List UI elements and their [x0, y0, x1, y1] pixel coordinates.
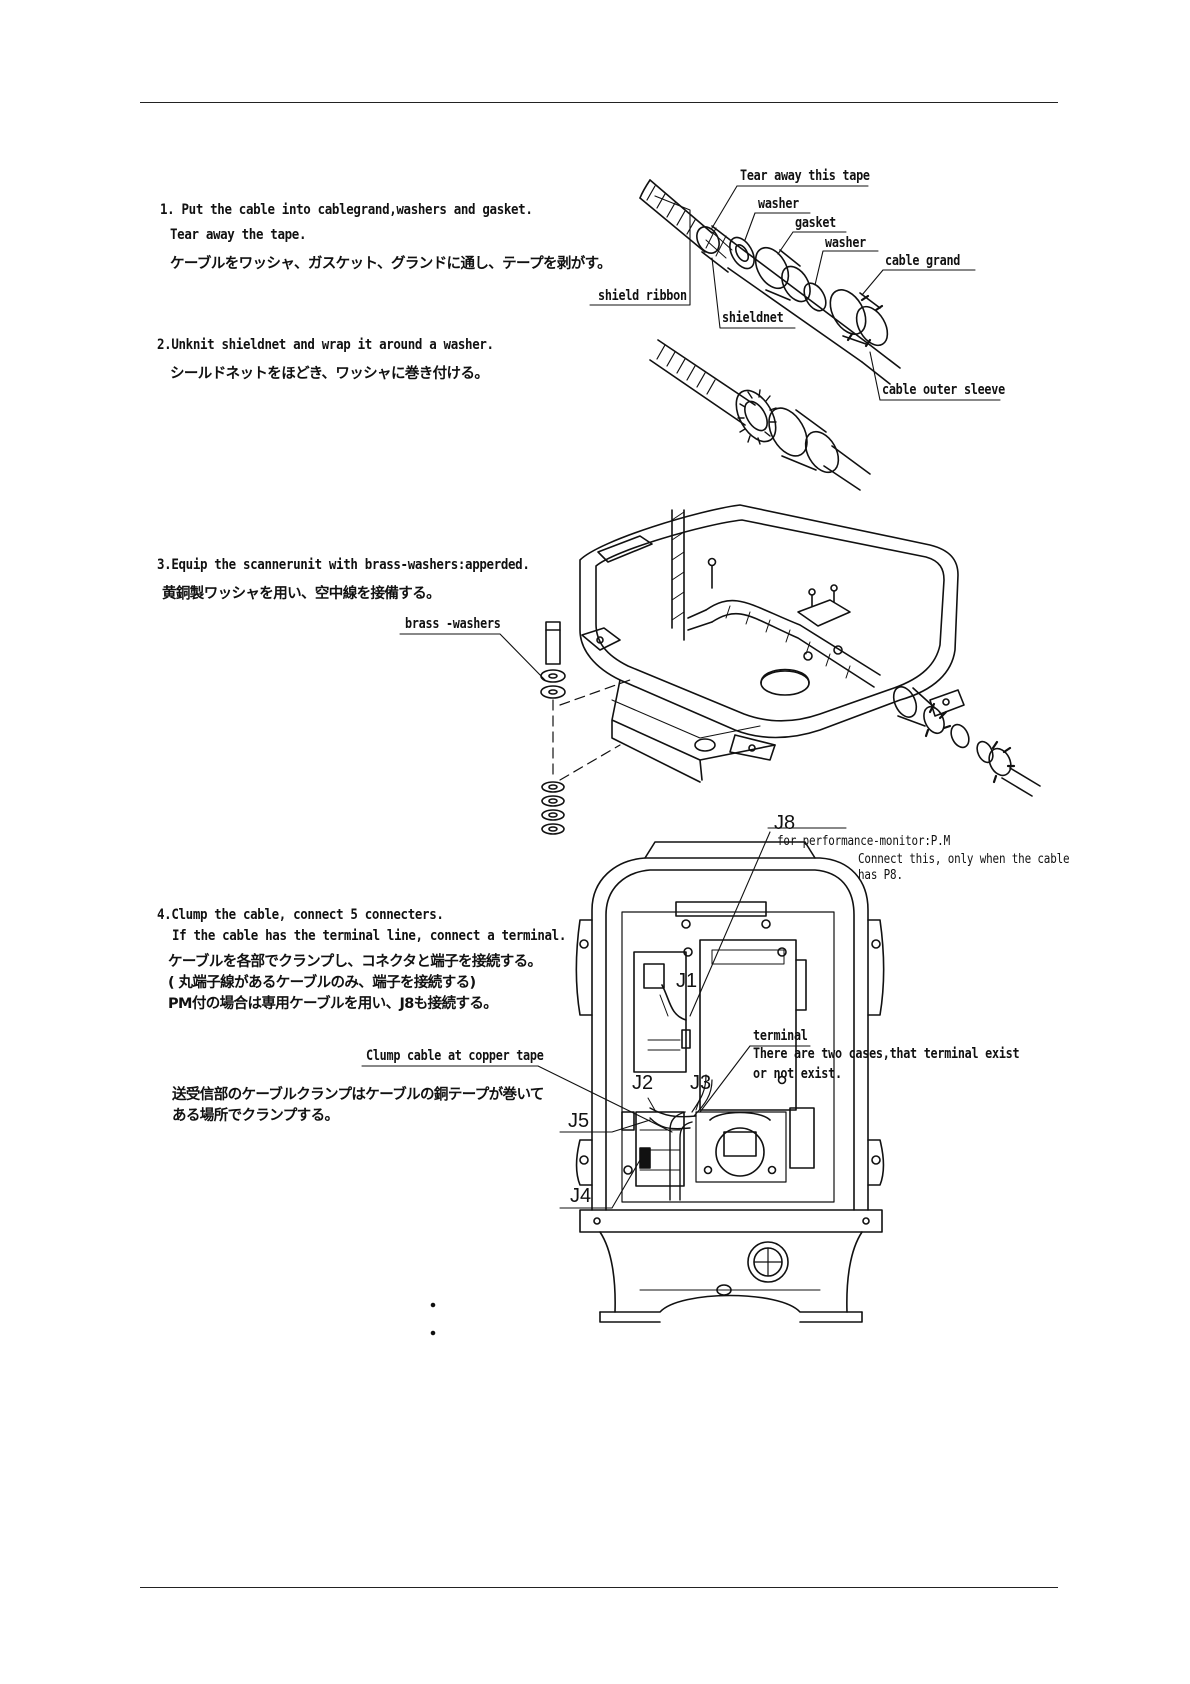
mount-plate: [798, 600, 850, 626]
label-gasket: gasket: [795, 215, 836, 231]
label-cable-outer-sleeve: cable outer sleeve: [882, 382, 1005, 398]
figure-connector-panel: [362, 828, 884, 1322]
clamp-jp-2: ある場所でクランプする。: [172, 1108, 339, 1124]
label-washer-1: washer: [758, 196, 799, 212]
figure-cable-assembly: [590, 180, 1000, 400]
washer-2: [800, 280, 831, 315]
cable-taped-section: [640, 180, 712, 252]
wrapped-washer: [728, 384, 784, 448]
label-j4: J4: [570, 1185, 592, 1207]
label-j5: J5: [568, 1110, 590, 1132]
label-shield-ribbon: shield ribbon: [598, 288, 687, 304]
step-2-title: 2.Unknit shieldnet and wrap it around a …: [157, 337, 494, 353]
vertical-cable: [672, 510, 684, 640]
terminal-note-1: There are two cases,that terminal exist: [753, 1046, 1020, 1062]
step-3-jp: 黄銅製ワッシャを用い、空中線を接備する。: [162, 586, 441, 602]
left-board: [634, 952, 686, 1072]
label-brass-washers: brass -washers: [405, 616, 501, 632]
clamp-jp-1: 送受信部のケーブルクランプはケーブルの銅テープが巻いて: [172, 1087, 544, 1103]
step-2-jp: シールドネットをほどき、ワッシャに巻き付ける。: [170, 366, 489, 382]
brass-washer-stack: [541, 622, 565, 834]
label-washer-2: washer: [825, 235, 866, 251]
housing-base: [580, 1210, 882, 1232]
step-4-subtitle: If the cable has the terminal line, conn…: [172, 928, 567, 944]
step-4-jp-2: ( 丸端子線があるケーブルのみ、端子を接続する): [168, 975, 476, 991]
figure-scanner-mount: [400, 505, 1040, 834]
j8-note-2: Connect this, only when the cable: [858, 852, 1070, 867]
side-cable-gland: [889, 683, 1040, 796]
j8-note-1: for performance-monitor:P.M: [777, 834, 950, 849]
label-clump-copper-tape: Clump cable at copper tape: [366, 1048, 544, 1064]
center-dome: [761, 671, 809, 695]
step-1-jp: ケーブルをワッシャ、ガスケット、グランドに通し、テープを剥がす。: [170, 256, 612, 272]
cable-core: [728, 246, 870, 362]
label-terminal: terminal: [753, 1028, 808, 1044]
motor-round: [716, 1128, 764, 1176]
label-tear-tape: Tear away this tape: [740, 168, 870, 184]
label-shieldnet: shieldnet: [722, 310, 784, 326]
base-round-window: [748, 1242, 788, 1282]
main-board: [700, 940, 796, 1110]
gasket: [749, 242, 816, 307]
header-rule: [140, 102, 1058, 103]
terminal-note-2: or not exist.: [753, 1066, 842, 1082]
label-cable-grand: cable grand: [885, 253, 961, 269]
step-3-title: 3.Equip the scannerunit with brass-washe…: [157, 557, 530, 573]
j8-note-3: has P8.: [858, 868, 903, 883]
shieldnet-braid: [692, 223, 738, 272]
figure-shield-wrap: [650, 340, 870, 490]
step-4-title: 4.Clump the cable, connect 5 connecters.: [157, 907, 444, 923]
step-1-subtitle: Tear away the tape.: [170, 227, 307, 243]
washer-1: [725, 233, 759, 272]
label-j2: J2: [632, 1072, 654, 1094]
footer-rule: [140, 1587, 1058, 1588]
cable-grand-nut: [823, 284, 894, 351]
wrapped-gasket: [761, 401, 845, 478]
step-4-jp-3: PM付の場合は専用ケーブルを用い、J8も接続する。: [168, 996, 498, 1012]
step-4-jp-1: ケーブルを各部でクランプし、コネクタと端子を接続する。: [168, 954, 542, 970]
figure-1-leaders: [590, 186, 1000, 400]
mount-lug: [598, 536, 652, 562]
housing-outline: [592, 858, 868, 1210]
step-1-title: 1. Put the cable into cablegrand,washers…: [160, 202, 533, 218]
